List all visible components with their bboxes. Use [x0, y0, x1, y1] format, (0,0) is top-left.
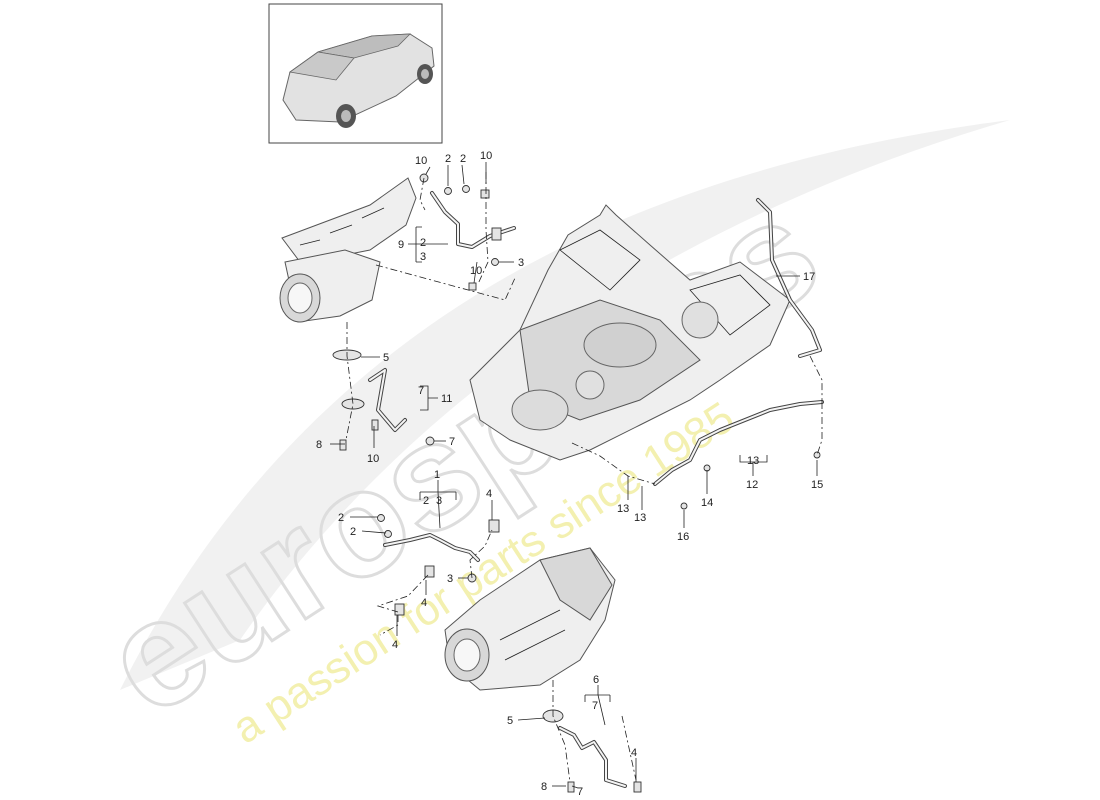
callout-11: 11: [441, 393, 452, 405]
callout-2-top-a: 2: [445, 153, 451, 165]
callout-9-sub-2: 2: [420, 237, 426, 249]
callout-12: 12: [746, 479, 758, 491]
callout-1-sub-2: 2: [423, 495, 429, 507]
callout-4-right: 4: [486, 488, 492, 500]
callout-14: 14: [701, 497, 713, 509]
callout-10-mid: 10: [470, 265, 482, 277]
callout-2-left-a: 2: [338, 512, 344, 524]
callout-5-upper: 5: [383, 352, 389, 364]
callout-2-top-b: 2: [460, 153, 466, 165]
callout-4-lower: 4: [631, 747, 637, 759]
callout-1-sub-3: 3: [436, 495, 442, 507]
callout-13-b: 13: [634, 512, 646, 524]
callout-8-lower: 8: [541, 781, 547, 793]
assembly-lines: [345, 172, 823, 783]
callout-4-mid: 4: [421, 597, 427, 609]
callout-7-bracket-6: 7: [592, 700, 598, 712]
callout-9: 9: [398, 239, 404, 251]
callout-15: 15: [811, 479, 823, 491]
callout-10-top-right: 10: [480, 150, 492, 162]
callout-1: 1: [434, 469, 440, 481]
upper-turbocharger: [279, 177, 417, 323]
oil-pipes: [368, 191, 824, 788]
callout-2-left-b: 2: [350, 526, 356, 538]
vehicle-thumbnail: [268, 3, 443, 144]
watermark-swoosh: [120, 120, 1010, 690]
callout-16: 16: [677, 531, 689, 543]
callout-13-a: 13: [617, 503, 629, 515]
callout-5-lower: 5: [507, 715, 513, 727]
callout-9-sub-3: 3: [420, 251, 426, 263]
callout-3-upper: 3: [518, 257, 524, 269]
lower-turbocharger: [444, 547, 616, 691]
callout-4-left: 4: [392, 639, 398, 651]
callout-6: 6: [593, 674, 599, 686]
callout-labels: 10 2 2 10 9 2 3 10 3 5 7 11 8 10 7 17 13…: [316, 150, 823, 798]
callout-10-top-left: 10: [415, 155, 427, 167]
leader-lines: [330, 162, 818, 789]
callout-13-bracket-12: 13: [747, 455, 759, 467]
callout-7-lower: 7: [577, 786, 583, 798]
callout-10-lower: 10: [367, 453, 379, 465]
callout-17: 17: [803, 271, 815, 283]
callout-7-upper: 7: [449, 436, 455, 448]
engine-block: [469, 204, 791, 461]
callout-7-bracket-11: 7: [418, 385, 424, 397]
callout-3-lower: 3: [447, 573, 453, 585]
callout-8-upper: 8: [316, 439, 322, 451]
